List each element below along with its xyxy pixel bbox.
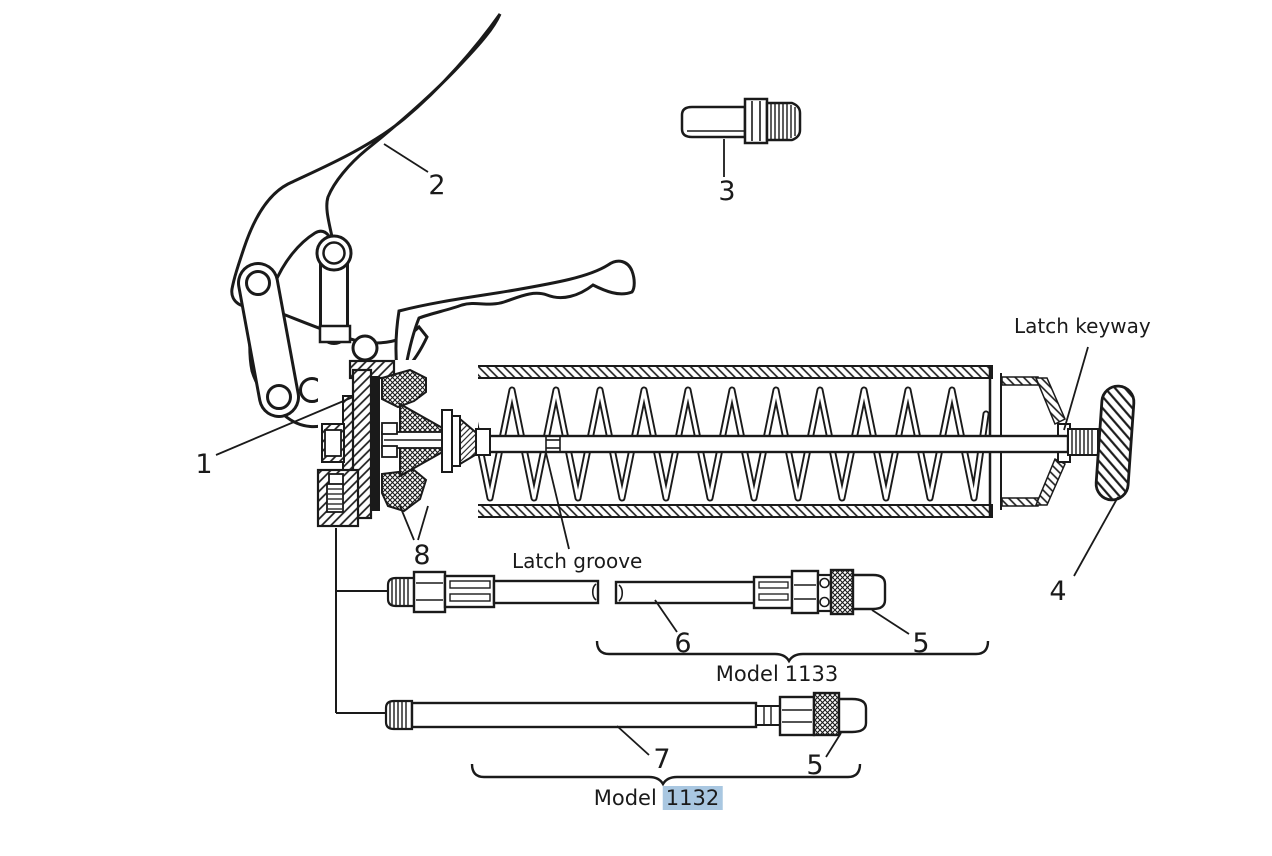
fitting-part3 — [680, 97, 802, 145]
fitting-hex — [743, 97, 769, 145]
part-label-5-upper: 5 — [912, 628, 930, 659]
leader-latch-groove — [545, 452, 570, 550]
rod-eye-hole — [322, 241, 346, 265]
coupler-1133 — [752, 568, 887, 616]
head-bottom-block — [316, 468, 360, 528]
hex-nut-lower — [381, 445, 398, 458]
part-label-6: 6 — [674, 628, 692, 659]
pipe-assembly-1132 — [384, 691, 868, 737]
leader-2 — [383, 143, 429, 173]
follower-plate-2 — [451, 415, 461, 467]
hose-ferrule — [443, 574, 496, 609]
rod-nut — [475, 428, 491, 456]
leader-5-upper — [871, 609, 910, 635]
barrel-top-wall — [391, 365, 993, 379]
pipe-thread-end — [384, 699, 414, 731]
brace-model-1133 — [595, 640, 990, 664]
hose-assembly-1133 — [386, 568, 887, 616]
part-label-4: 4 — [1049, 576, 1067, 607]
tube-open-end-left — [591, 583, 597, 601]
leader-1 — [215, 396, 354, 456]
model-1133-prefix: Model — [715, 662, 779, 686]
model-1132-number-highlighted: 1132 — [662, 786, 723, 810]
hose-tube-left — [492, 579, 600, 605]
t-handle — [1094, 384, 1136, 502]
link-arm — [237, 262, 300, 418]
model-1133-number: 1133 — [784, 662, 839, 686]
annotation-latch-keyway: Latch keyway — [1014, 314, 1151, 338]
leader-latch-keyway — [1063, 346, 1089, 431]
hex-nut-upper — [381, 422, 398, 435]
connecting-rod — [315, 234, 353, 345]
hose-hex-nut — [412, 570, 447, 614]
barrel — [391, 365, 1136, 518]
lever-handle — [230, 13, 502, 308]
link-arm-hole-top — [245, 270, 271, 296]
leader-lines — [215, 139, 1119, 758]
latch-groove-feature — [545, 436, 561, 452]
part-label-7: 7 — [653, 744, 671, 775]
seal-plate — [372, 376, 380, 511]
leader-4 — [1073, 496, 1119, 577]
part-label-1: 1 — [195, 449, 213, 480]
hose-tube-right — [614, 580, 758, 605]
barrel-bottom-wall — [423, 504, 993, 518]
fitting-body — [680, 105, 747, 139]
tube-open-end-right — [618, 584, 624, 602]
pipe-tube — [410, 701, 758, 729]
hose-thread-plug — [386, 576, 416, 608]
part-label-2: 2 — [428, 170, 446, 201]
lever-assembly — [230, 13, 636, 429]
side-port-boss — [321, 423, 345, 463]
annotation-latch-groove: Latch groove — [512, 549, 643, 573]
leader-7 — [616, 725, 650, 756]
gun-head — [316, 359, 491, 532]
coupler-1132 — [755, 691, 868, 737]
leader-6 — [654, 599, 678, 633]
connector-lines — [335, 528, 388, 714]
part-label-5-lower: 5 — [806, 750, 824, 781]
brace-model-1132 — [470, 763, 862, 787]
part-label-3: 3 — [718, 176, 736, 207]
follower-plate-1 — [441, 409, 453, 473]
grip-handle — [394, 259, 636, 372]
link-arm-hole-bottom — [266, 384, 292, 410]
plunger-rod — [486, 434, 1070, 454]
leader-8 — [399, 505, 429, 541]
fitting-threads — [765, 101, 802, 142]
leader-5-lower — [825, 732, 842, 758]
piston-parts — [381, 368, 447, 513]
model-1132-prefix: Model — [593, 786, 657, 810]
part-label-8: 8 — [413, 540, 431, 571]
pivot-pin-upper — [351, 334, 379, 362]
